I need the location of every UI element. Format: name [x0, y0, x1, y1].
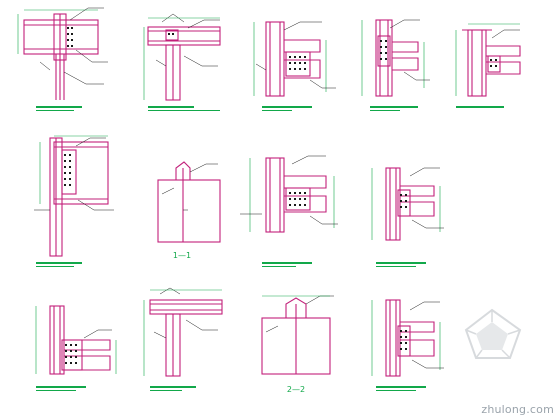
detail-1: [17, 7, 108, 111]
detail-12: [261, 295, 334, 375]
section-label-2: 2—2: [287, 385, 305, 394]
detail-11: [143, 287, 223, 391]
detail-8: [240, 155, 338, 267]
detail-10: [35, 305, 117, 391]
section-label-1: 1—1: [173, 251, 191, 260]
watermark-logo: [464, 308, 522, 359]
detail-9: [371, 167, 444, 267]
detail-7: [157, 161, 221, 243]
detail-5: [455, 23, 521, 108]
detail-4: [361, 19, 430, 111]
watermark-text: zhulong.com: [481, 403, 554, 416]
detail-2: [143, 13, 221, 111]
detail-3: [253, 21, 336, 111]
detail-13: [371, 299, 444, 391]
detail-6: [34, 135, 114, 267]
